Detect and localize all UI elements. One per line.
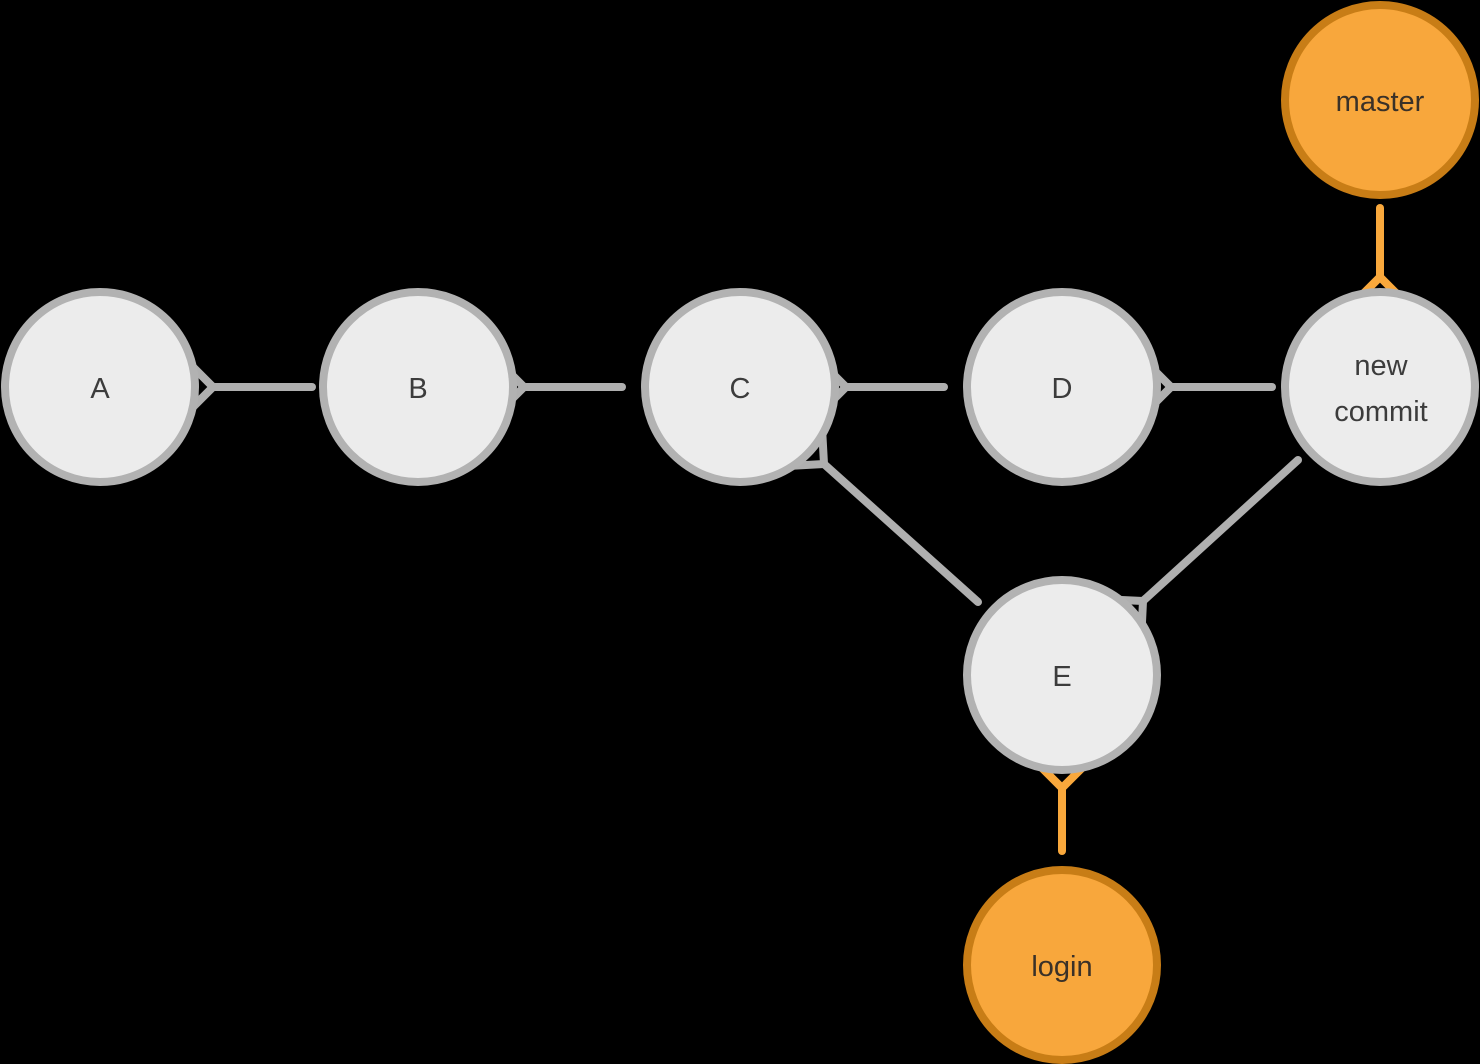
arrow-newcommit-to-e [1093,456,1302,651]
commit-a-circle [1,288,199,486]
branch-master-circle [1281,1,1479,199]
commit-e-label: E [1052,661,1071,693]
node-branch-login: login [963,866,1161,1064]
commit-c-circle [641,288,839,486]
node-commit-e: E [963,576,1161,774]
branch-master-label: master [1336,86,1425,118]
branch-login-circle [963,866,1161,1064]
commit-a-label: A [90,373,110,405]
commit-new-label-line1: new [1354,350,1408,382]
node-commit-a: A [1,288,199,486]
node-commit-c: C [641,288,839,486]
commit-e-circle [963,576,1161,774]
commit-d-label: D [1052,373,1073,405]
branch-login-label: login [1031,951,1092,983]
commit-new-circle [1281,288,1479,486]
node-branch-master: master [1281,1,1479,199]
node-commit-d: D [963,288,1161,486]
commit-b-label: B [408,373,427,405]
edges [177,204,1416,855]
commit-new-label-line2: commit [1334,396,1427,428]
commit-b-circle [319,288,517,486]
node-commit-new: new commit [1281,288,1479,486]
commit-c-label: C [730,373,751,405]
commit-d-circle [963,288,1161,486]
node-commit-b: B [319,288,517,486]
arrow-e-to-c [774,414,982,606]
